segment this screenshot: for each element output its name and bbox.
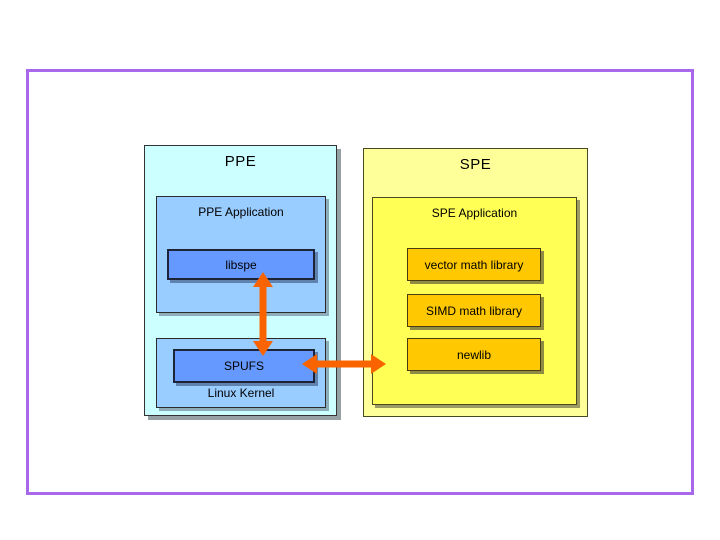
library-box-newlib: newlib [407,338,541,371]
newlib-label: newlib [456,347,492,362]
library-box-vector-math: vector math library [407,248,541,281]
spe-application-title: SPE Application [431,206,518,220]
linux-kernel-label: Linux Kernel [207,386,275,400]
libspe-box: libspe [167,249,315,280]
library-box-simd-math: SIMD math library [407,294,541,327]
spufs-label: SPUFS [223,359,264,373]
simd-math-label: SIMD math library [425,303,523,318]
spufs-box: SPUFS [173,349,315,383]
ppe-title: PPE [224,153,257,170]
libspe-label: libspe [225,257,257,272]
ppe-application-title: PPE Application [198,205,284,219]
spe-title: SPE [459,156,492,173]
slide-border-frame [26,69,694,495]
vector-math-label: vector math library [424,257,524,272]
